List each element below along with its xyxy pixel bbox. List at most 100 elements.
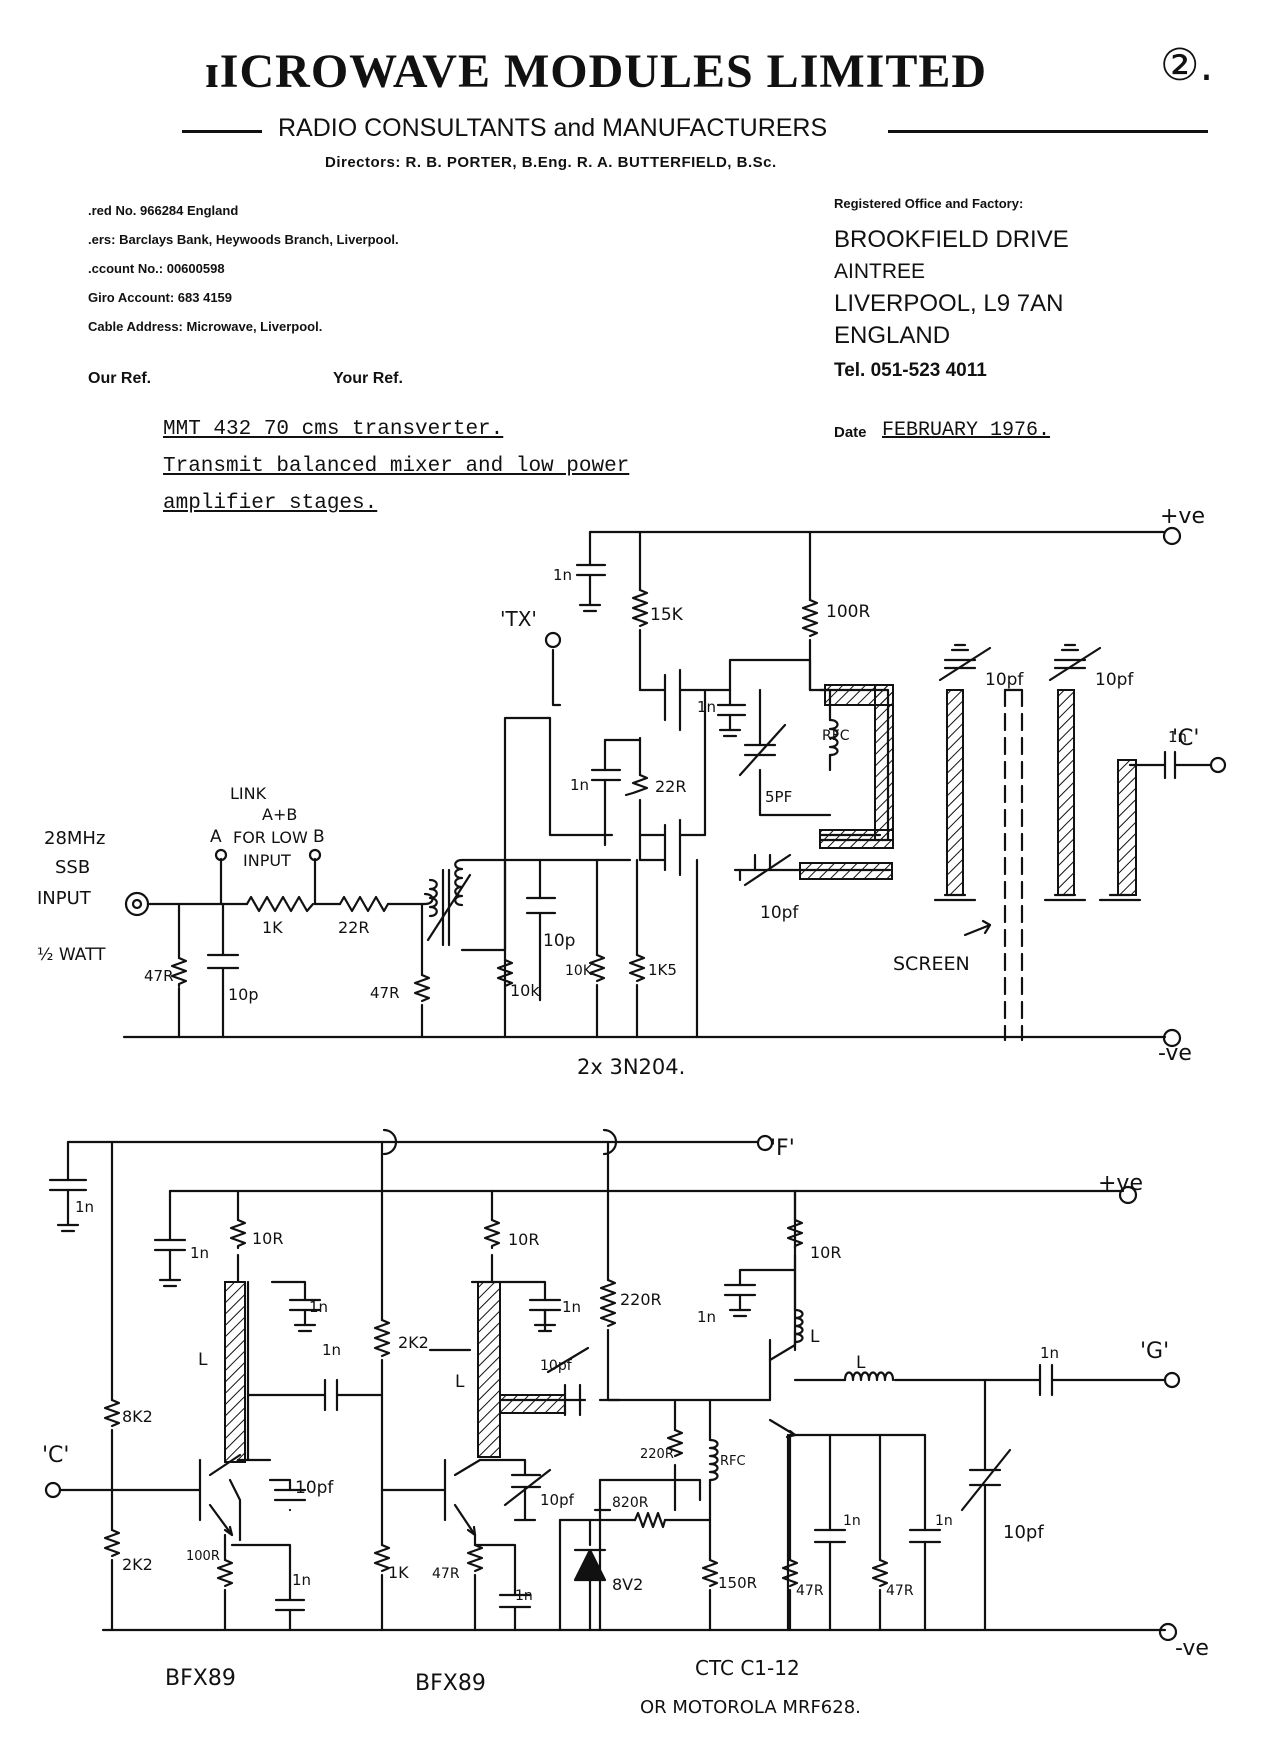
component-label: 1n <box>553 566 572 584</box>
company-registration-info: .red No. 966284 England .ers: Barclays B… <box>88 196 399 341</box>
tagline-rule-right <box>888 130 1208 133</box>
component-label: 1K <box>262 918 283 937</box>
output-g-label: 'G' <box>1140 1339 1169 1364</box>
tx-terminal <box>544 631 562 649</box>
stage-label: BFX89 <box>165 1666 236 1691</box>
stage-label: BFX89 <box>415 1671 486 1696</box>
component-label: 1n <box>1040 1344 1059 1362</box>
component-label: 1n <box>697 698 716 716</box>
telephone: Tel. 051-523 4011 <box>834 360 987 381</box>
striplines <box>224 684 1137 1463</box>
component-label: 22R <box>655 777 686 796</box>
component-label: 15K <box>650 605 684 625</box>
rail-f-terminal <box>756 1134 774 1152</box>
component-label: 2K2 <box>122 1555 153 1574</box>
component-label: 1n <box>570 776 589 794</box>
component-label: 10R <box>810 1243 841 1262</box>
input-label-line: SSB <box>55 857 90 878</box>
component-label: 1K <box>388 1563 409 1582</box>
component-label: 10p <box>228 985 259 1004</box>
giro-line: Giro Account: 683 4159 <box>88 290 233 305</box>
component-label: 10pf <box>295 1478 334 1498</box>
component-label: 10R <box>508 1230 539 1249</box>
link-label-line: INPUT <box>243 851 291 870</box>
component-label: L <box>455 1372 465 1392</box>
component-label: 8K2 <box>122 1407 153 1426</box>
component-label: L <box>810 1327 820 1347</box>
address-line: ENGLAND <box>834 322 951 349</box>
date-label: Date <box>834 424 867 441</box>
component-label: 1n <box>843 1513 861 1529</box>
component-label: 47R <box>432 1566 460 1582</box>
component-label: 1n <box>515 1588 533 1604</box>
subject-line: amplifier stages. <box>163 492 378 515</box>
our-ref-label: Our Ref. <box>88 370 152 387</box>
schematic-labels: +ve -ve 28MHz SSB INPUT ½ WATT LINK A+B … <box>37 504 1209 1718</box>
device-label: 2x 3N204. <box>577 1055 685 1079</box>
top-resistors <box>170 588 839 1003</box>
page-number: ②. <box>1160 40 1214 91</box>
component-label: 1n <box>309 1298 328 1316</box>
subject-line: MMT 432 70 cms transverter. <box>163 418 504 441</box>
positive-rail-terminal <box>1162 526 1182 546</box>
component-label: 10pf <box>1095 670 1134 690</box>
component-label: 1n <box>562 1298 581 1316</box>
component-label: 100R <box>826 602 870 622</box>
top-negative-rail-label: -ve <box>1158 1041 1192 1066</box>
input-label-line: ½ WATT <box>37 945 106 965</box>
component-label: 10K <box>565 963 593 979</box>
component-label: 2K2 <box>398 1333 429 1352</box>
bottom-positive-rail-label: +ve <box>1098 1171 1143 1196</box>
component-label: 1K5 <box>648 961 677 979</box>
registration-line: .red No. 966284 England <box>88 203 239 218</box>
tagline: RADIO CONSULTANTS and MANUFACTURERS <box>278 114 828 142</box>
top-capacitors <box>206 723 792 970</box>
link-terminal-a <box>214 848 228 862</box>
component-label: 47R <box>144 967 174 985</box>
output-g-terminal <box>1163 1371 1181 1389</box>
bottom-negative-rail-label: -ve <box>1175 1636 1209 1661</box>
component-label: 10R <box>252 1229 283 1248</box>
input-label-line: 28MHz <box>44 828 105 849</box>
negative-rail-terminal-bottom <box>1158 1622 1178 1642</box>
component-label: 820R <box>612 1495 649 1511</box>
component-label: 10pf <box>1003 1522 1044 1543</box>
input-connector <box>124 891 150 917</box>
rail-f-label: 'F' <box>770 1136 795 1161</box>
node-a-label: A <box>210 827 222 847</box>
input-connector-pin <box>131 898 143 910</box>
tx-label: 'TX' <box>500 607 537 631</box>
component-label: 1n <box>75 1198 94 1216</box>
component-label: 47R <box>370 984 400 1002</box>
stage-label: CTC C1-12 <box>695 1656 800 1680</box>
component-label: 22R <box>338 918 369 937</box>
directors-line: Directors: R. B. PORTER, B.Eng. R. A. BU… <box>325 154 777 171</box>
input-label-line: INPUT <box>37 888 92 909</box>
component-label: 47R <box>886 1583 914 1599</box>
address-line: AINTREE <box>834 260 926 283</box>
tagline-rule-left <box>182 130 262 133</box>
screen-label: SCREEN <box>893 953 970 975</box>
account-line: .ccount No.: 00600598 <box>88 261 225 276</box>
link-label-line: FOR LOW <box>233 828 308 847</box>
link-label-line: LINK <box>230 784 267 803</box>
component-label: 10pf <box>540 1358 573 1374</box>
component-label: 1n <box>190 1244 209 1262</box>
component-label: 220R <box>640 1447 674 1462</box>
address-line: BROOKFIELD DRIVE <box>834 226 1069 253</box>
component-label: 8V2 <box>612 1575 643 1594</box>
component-label: 100R <box>186 1549 220 1564</box>
output-c-label: 'C' <box>1172 726 1199 751</box>
link-terminal-b <box>308 848 322 862</box>
top-positive-rail-label: +ve <box>1160 504 1205 529</box>
node-b-label: B <box>313 827 325 847</box>
cable-line: Cable Address: Microwave, Liverpool. <box>88 319 323 334</box>
component-label: 1n <box>322 1341 341 1359</box>
stage-label: OR MOTOROLA MRF628. <box>640 1697 861 1718</box>
component-label: 1n <box>697 1308 716 1326</box>
component-label: 220R <box>620 1290 662 1309</box>
address-line: LIVERPOOL, L9 7AN <box>834 290 1064 317</box>
component-label: L <box>856 1353 866 1373</box>
component-label: 10p <box>543 931 575 951</box>
